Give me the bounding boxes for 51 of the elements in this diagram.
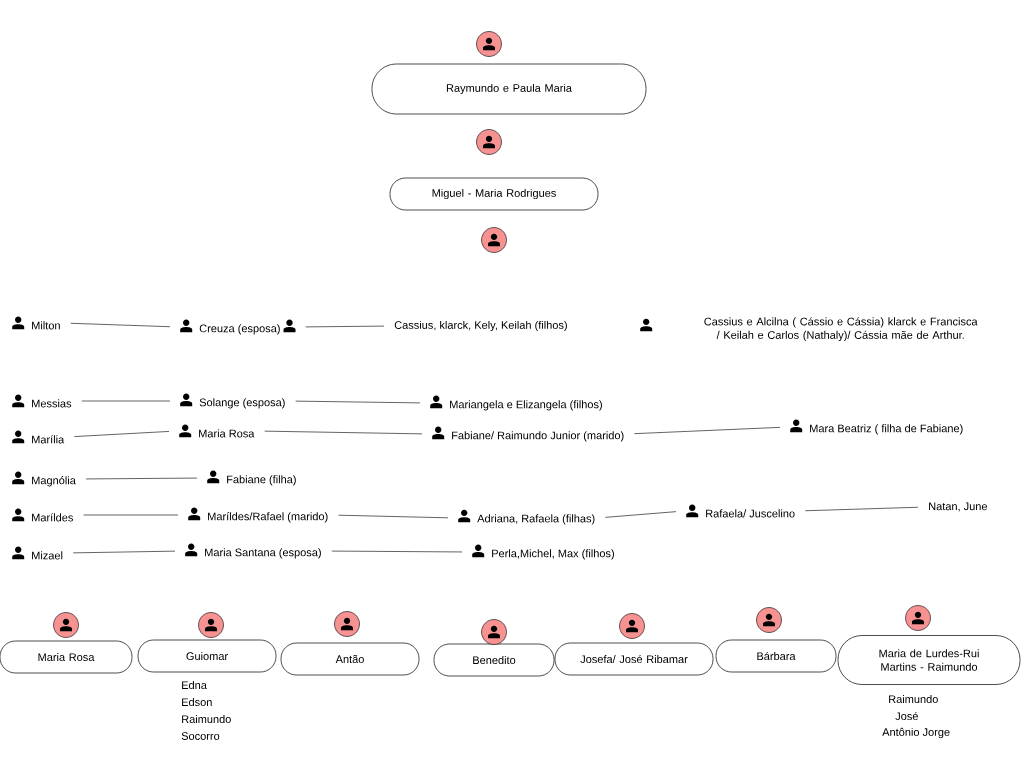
name-text: Marília [32, 435, 65, 444]
name-text: Rafaela/ Juscelino [706, 509, 795, 518]
name-pill: Antão [280, 642, 420, 676]
name-pill: Raymundo e Paula Maria [371, 63, 647, 115]
name-text: Milton [32, 321, 60, 330]
child-name: Raimundo [889, 694, 938, 704]
connector-line [634, 426, 781, 435]
name-pill: Josefa/ José Ribamar [554, 642, 714, 676]
name-text: Perla,Michel, Max (filhos) [492, 549, 614, 560]
connector-line [804, 506, 919, 512]
connector-line [295, 400, 421, 404]
name-text: Mariangela e Elizangela (filhos) [450, 400, 602, 411]
name-text: Fabiane/ Raimundo Junior (marido) [452, 431, 624, 442]
connector-line [72, 550, 176, 554]
child-name: Antônio Jorge [882, 727, 950, 739]
name-text: Magnólia [32, 476, 76, 487]
connector-line [83, 514, 179, 516]
name-pill: Miguel - Maria Rodrigues [389, 177, 599, 211]
name-pill: Maria de Lurdes-Rui Martins - Raimundo [837, 635, 1021, 685]
child-name: Raimundo [182, 714, 231, 724]
connector-line [74, 431, 170, 437]
name-text: Maria Rosa [199, 429, 255, 438]
connector-line [85, 477, 198, 480]
connector-line [305, 325, 385, 328]
child-name: Edna [182, 680, 207, 690]
name-text: Creuza (esposa) [199, 324, 280, 335]
name-text: Natan, June [929, 502, 988, 512]
name-text: Solange (esposa) [199, 398, 285, 409]
connector-line [605, 511, 677, 518]
name-text: Maríldes [32, 513, 73, 522]
name-text: Maria Santana (esposa) [205, 548, 321, 559]
name-pill: Bárbara [715, 639, 837, 673]
name-text: Cassius, klarck, Kely, Keilah (filhos) [394, 320, 567, 332]
name-text: Messias [32, 399, 72, 408]
name-pill: Benedito [433, 643, 555, 677]
name-text: Maríldes/Rafael (marido) [208, 512, 328, 523]
name-text: Mara Beatriz ( filha de Fabiane) [810, 424, 963, 435]
name-text: Fabiane (filha) [227, 475, 296, 486]
connector-line [338, 514, 449, 519]
name-text: Adriana, Rafaela (filhas) [477, 514, 595, 525]
connector-line [81, 400, 171, 402]
child-name: Edson [182, 697, 212, 707]
connector-line [264, 430, 423, 435]
child-name: Socorro [181, 732, 220, 740]
name-text: Mizael [32, 551, 63, 560]
child-name: José [895, 711, 918, 721]
connector-line [70, 322, 171, 328]
connector-line [331, 550, 463, 553]
note-text: Cassius e Alcilna ( Cássio e Cássia) klarck e Francisca / Keilah e Carlos (Nathaly)/ Cássia mãe de Arthur. [704, 317, 978, 342]
name-pill: Guiomar [137, 639, 277, 673]
name-pill: Maria Rosa [0, 640, 133, 674]
